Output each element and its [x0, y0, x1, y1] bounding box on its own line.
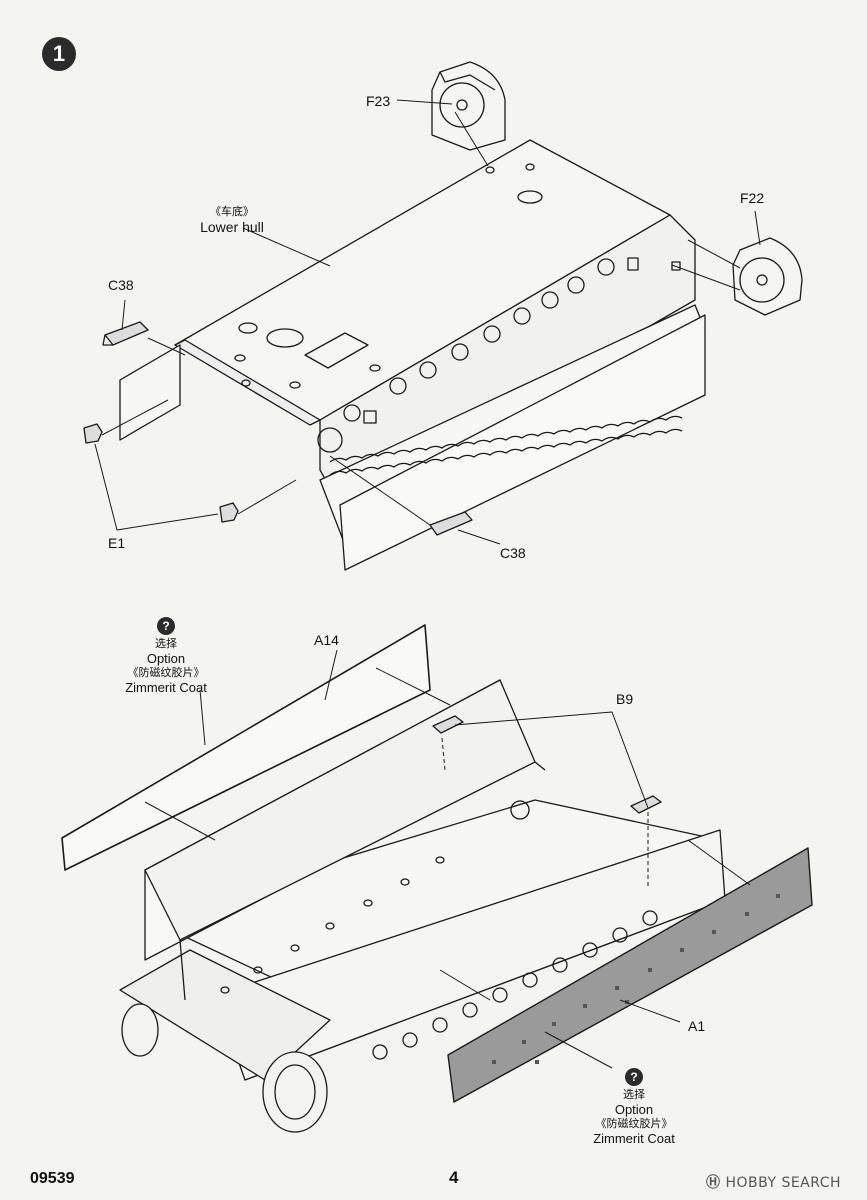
label-a14: A14 — [314, 632, 339, 648]
tub-inner-pegs — [220, 856, 445, 994]
f22-part — [732, 237, 803, 316]
step-number-badge: 1 — [42, 37, 76, 71]
label-f23: F23 — [366, 93, 391, 109]
option-callout-right: ? 选择 Option 《防磁纹胶片》 Zimmerit Coat — [586, 1068, 682, 1146]
question-icon: ? — [625, 1068, 643, 1086]
option-right-cn-coat: 《防磁纹胶片》 — [595, 1118, 673, 1130]
suspension-mount-holes — [317, 258, 615, 453]
option-callout-left: ? 选择 Option 《防磁纹胶片》 Zimmerit Coat — [118, 617, 214, 695]
a1-part — [447, 847, 813, 1103]
lower-hull-part — [119, 139, 706, 571]
option-right-en-coat: Zimmerit Coat — [593, 1131, 675, 1146]
label-lower-hull-en: Lower hull — [200, 219, 264, 235]
label-e1: E1 — [108, 535, 126, 551]
c38-left-part — [102, 321, 149, 346]
label-b9: B9 — [616, 691, 634, 707]
label-a1: A1 — [688, 1018, 706, 1034]
a14-part — [61, 624, 431, 871]
e1-parts — [83, 423, 239, 523]
label-c38-left: C38 — [108, 277, 134, 293]
option-left-cn-coat: 《防磁纹胶片》 — [127, 667, 205, 679]
page-number: 4 — [449, 1168, 459, 1187]
f23-part — [431, 61, 506, 151]
b9-parts — [432, 715, 662, 814]
lower-leader-lines — [144, 649, 751, 1069]
option-left-cn-choice: 选择 — [155, 638, 177, 650]
hobby-search-logo-icon: Ⓗ — [706, 1175, 721, 1191]
label-lower-hull-cn: 《车底》 — [210, 206, 254, 218]
c38-right-part — [429, 511, 473, 536]
label-c38-right: C38 — [500, 545, 526, 561]
tub-suspension-holes — [372, 910, 658, 1060]
upper-leader-lines — [94, 99, 761, 545]
question-icon: ? — [157, 617, 175, 635]
option-left-en-choice: Option — [146, 651, 186, 666]
option-right-en-choice: Option — [614, 1102, 654, 1117]
hobby-search-watermark: Ⓗ HOBBY SEARCH — [706, 1172, 841, 1192]
watermark-text: HOBBY SEARCH — [725, 1175, 842, 1191]
option-left-en-coat: Zimmerit Coat — [125, 680, 207, 695]
label-f22: F22 — [740, 190, 765, 206]
hull-tub-part — [119, 679, 726, 1133]
product-code: 09539 — [30, 1170, 75, 1187]
option-right-cn-choice: 选择 — [623, 1089, 645, 1101]
